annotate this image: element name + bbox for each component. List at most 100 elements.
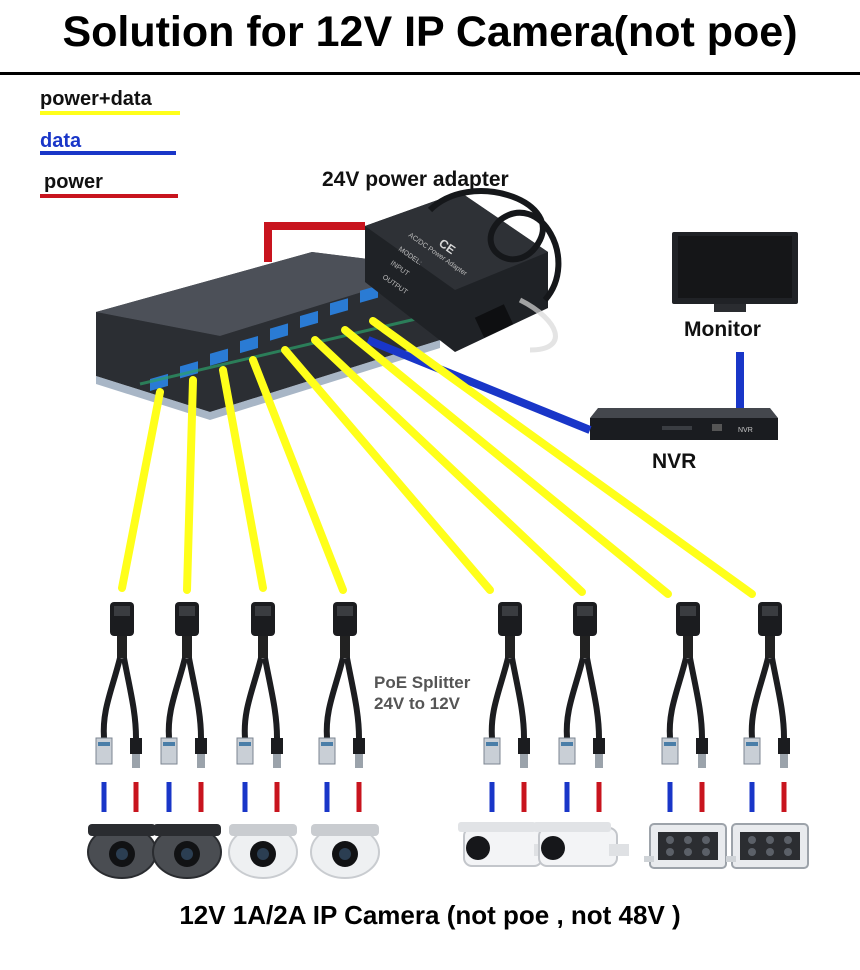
poe-splitter [743,602,790,812]
splitter-rj45-plug [661,737,679,765]
splitter-rj45-plug [558,737,576,765]
poe-splitters [95,602,790,812]
legend-power-label: power [44,171,103,193]
poe-cable-2 [183,376,197,594]
camera-base-ring [88,824,156,836]
monitor-stand [714,304,746,312]
splitter-neck [580,636,590,658]
adapter-cable [427,188,562,302]
camera-sunshield [533,822,611,832]
poe-splitter [160,602,207,812]
splitter-rj45-plug [160,737,178,765]
splitter-rj45-plug [318,737,336,765]
camera-lens-glass [116,848,128,860]
adapter-power-wire [264,222,365,262]
monitor-icon [672,232,798,312]
splitter-label-line1: PoE Splitter [374,673,471,692]
camera-ir-led [784,836,792,844]
camera-ir-led [702,848,710,856]
nvr-device: NVR [590,408,778,440]
poe-splitter [661,602,708,812]
splitter-branch-power [121,657,139,739]
camera-ir-led [748,836,756,844]
splitter-neck [258,636,268,658]
splitter-rj45-pins [664,742,676,746]
poe-cable-8 [369,317,756,598]
splitter-dc-plug [195,738,207,754]
splitter-dc-plug [593,738,605,754]
ip-camera-box [726,823,809,869]
splitter-label-line2: 24V to 12V [374,694,460,713]
splitter-rj45-plug [743,737,761,765]
splitter-label: PoE Splitter 24V to 12V [374,672,470,714]
ip-camera-dome-white [228,824,298,879]
switch-port [300,310,318,328]
poe-cable-4 [249,356,347,594]
camera-bracket [726,856,736,862]
splitter-branch-data [100,657,123,739]
adapter-cable-reflection [518,297,558,353]
title-underline [0,72,860,75]
splitter-dc-tip [595,754,603,768]
switch-top-face [96,252,440,336]
camera-sunshield [458,822,536,832]
camera-ir-led [666,836,674,844]
splitter-jack-slot [577,606,593,616]
splitter-rj45-plug [236,737,254,765]
legend-power-data-label: power+data [40,88,152,110]
switch-port [330,298,348,316]
splitter-jack-slot [179,606,195,616]
splitter-dc-plug [271,738,283,754]
splitter-jack-slot [502,606,518,616]
camera-base-ring [311,824,379,836]
splitter-rj45-plug [483,737,501,765]
camera-ir-led [684,836,692,844]
splitter-branch-data [165,657,188,739]
nvr-label: NVR [652,450,697,473]
camera-lens-glass [257,848,269,860]
splitter-dc-tip [520,754,528,768]
splitter-dc-tip [698,754,706,768]
switch-nvr-wire [366,336,592,434]
splitter-dc-plug [130,738,142,754]
switch-ports [150,285,378,391]
splitter-neck [117,636,127,658]
nvr-panel [662,426,692,430]
monitor-screen [678,236,792,298]
poe-cable-7 [341,326,672,598]
splitter-neck [505,636,515,658]
splitter-neck [340,636,350,658]
switch-led-strip [139,316,421,386]
camera-lens [466,836,490,860]
camera-base-ring [229,824,297,836]
splitter-branch-data [666,657,689,739]
ip-camera-dome-white [310,824,380,879]
ip-camera-dome-dark [87,824,157,879]
adapter-label: 24V power adapter [322,168,509,191]
poe-splitter [558,602,605,812]
legend-data-label: data [40,130,82,152]
splitter-branch-power [509,657,527,739]
switch-port [210,348,228,366]
camera-ir-led [766,836,774,844]
poe-cables [118,317,756,598]
poe-splitter [318,602,365,812]
poe-switch [96,252,440,420]
ip-camera-bullet [533,822,629,867]
splitter-rj45-pins [561,742,573,746]
splitter-branch-data [323,657,346,739]
splitter-rj45-pins [239,742,251,746]
splitter-dc-plug [778,738,790,754]
switch-port [240,336,258,354]
monitor-label: Monitor [684,318,761,341]
poe-cable-1 [118,388,164,592]
switch-port [360,285,378,303]
splitter-rj45-pins [98,742,110,746]
camera-mount [609,844,629,856]
splitter-jack-slot [680,606,696,616]
poe-splitter [236,602,283,812]
poe-splitter [95,602,142,812]
splitter-dc-tip [197,754,205,768]
splitter-dc-tip [355,754,363,768]
